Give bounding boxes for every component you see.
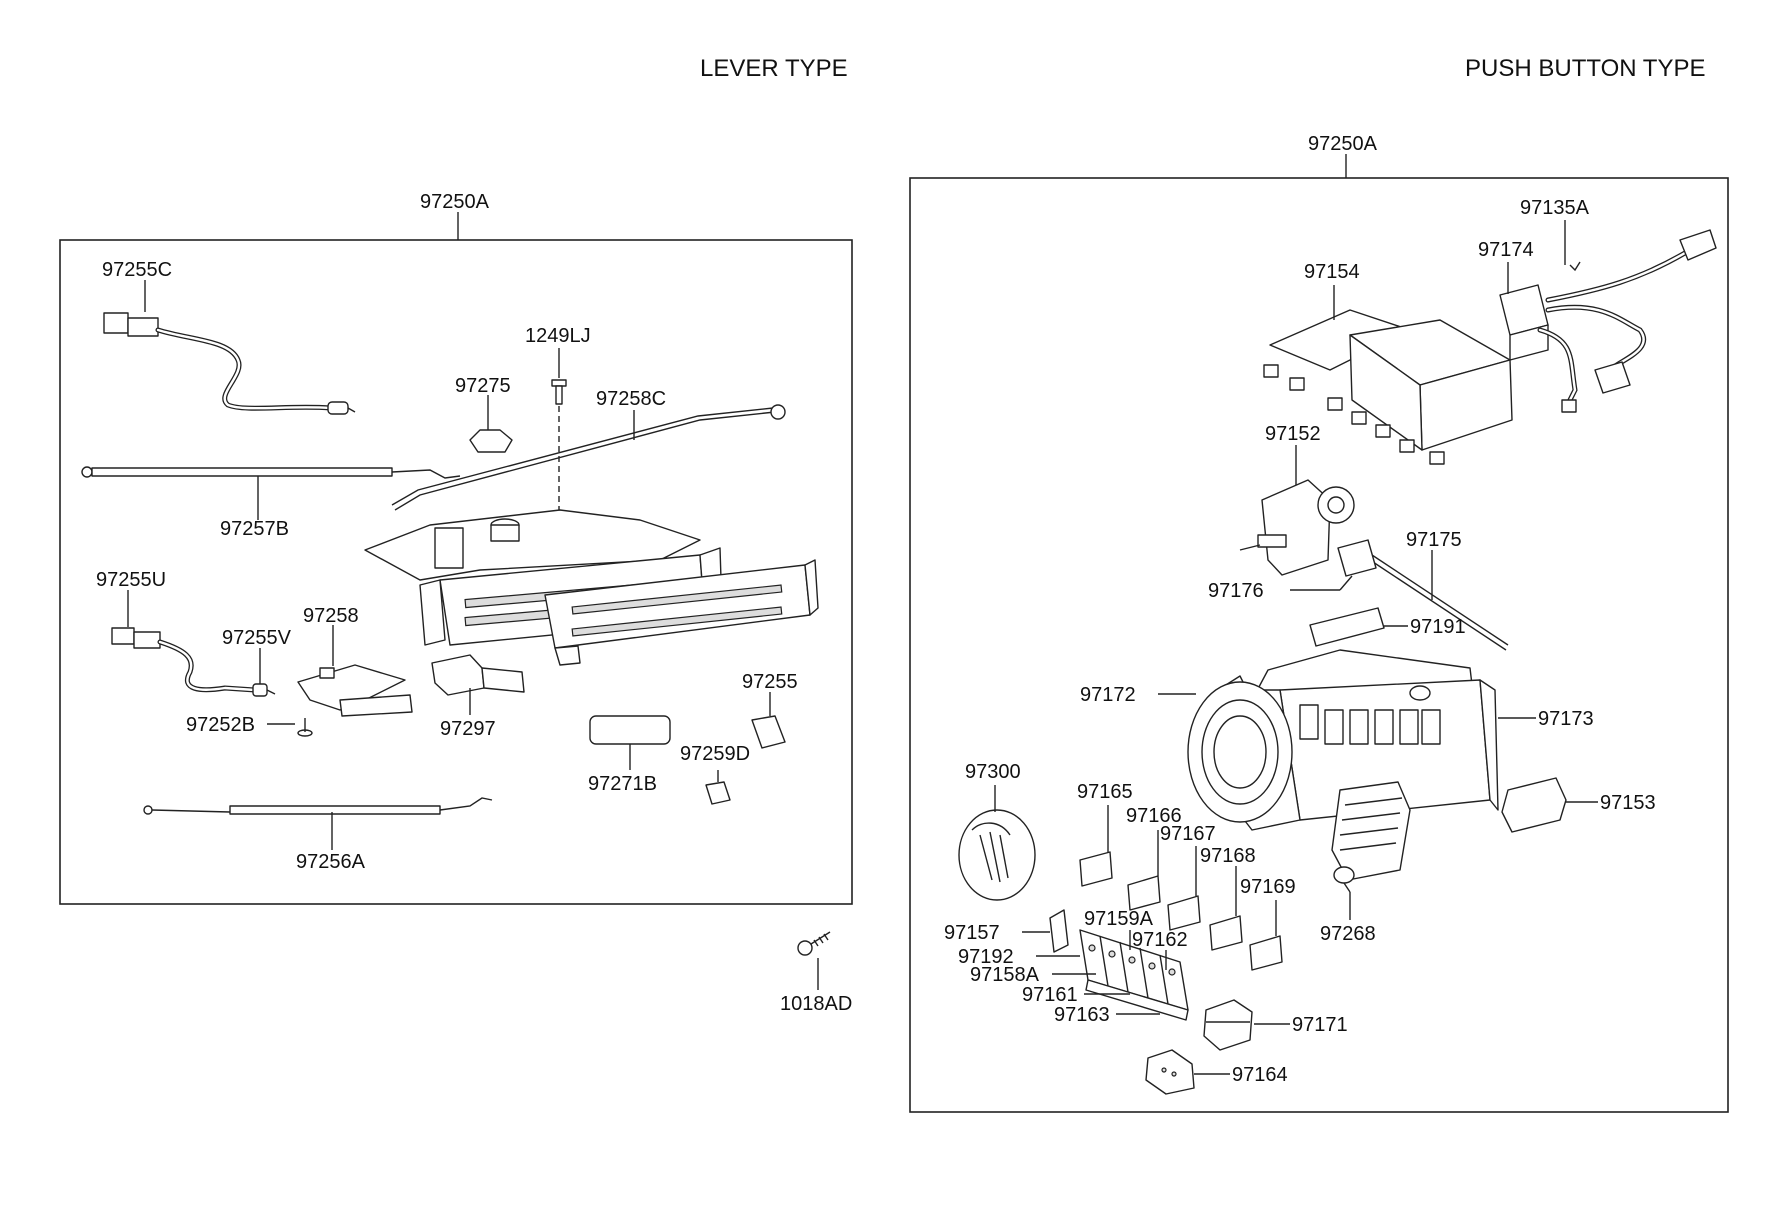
label-97172: 97172: [1080, 684, 1136, 706]
label-97174: 97174: [1478, 239, 1534, 261]
part-97171: [1203, 999, 1253, 1051]
label-97191: 97191: [1410, 616, 1466, 638]
label-97154: 97154: [1304, 261, 1360, 283]
part-97191: [1309, 607, 1385, 647]
bracket-97258: [297, 664, 413, 717]
cable-97258C: [391, 404, 786, 511]
label-97158A: 97158A: [970, 964, 1040, 986]
label-97255C: 97255C: [102, 259, 172, 281]
harness-97174: [1499, 229, 1717, 413]
label-97252B: 97252B: [186, 714, 255, 736]
label-97167: 97167: [1160, 823, 1216, 845]
label-97275: 97275: [455, 375, 511, 397]
switch-board-97154: [1263, 309, 1513, 465]
label-97135A: 97135A: [1520, 197, 1590, 219]
leader-97176b: [1339, 575, 1353, 591]
bracket-97176: [1337, 539, 1377, 577]
label-1249LJ: 1249LJ: [525, 325, 591, 347]
label-97165: 97165: [1077, 781, 1133, 803]
clip-97275: [469, 429, 513, 453]
label-97297: 97297: [440, 718, 496, 740]
label-97255U: 97255U: [96, 569, 166, 591]
label-97300: 97300: [965, 761, 1021, 783]
label-97173: 97173: [1538, 708, 1594, 730]
push-button-type-title: PUSH BUTTON TYPE: [1465, 55, 1706, 82]
cap-97166: [1127, 875, 1161, 911]
part-97255: [751, 715, 786, 749]
label-97169: 97169: [1240, 876, 1296, 898]
label-97163: 97163: [1054, 1004, 1110, 1026]
push-assembly-label: 97250A: [1308, 133, 1378, 155]
screw-1018AD: [797, 931, 831, 956]
label-1018AD: 1018AD: [780, 993, 852, 1015]
cap-97167: [1167, 895, 1201, 931]
screw-1249LJ: [551, 379, 567, 405]
label-97271B: 97271B: [588, 773, 657, 795]
button-bar-97158A: [1079, 929, 1189, 1021]
label-97164: 97164: [1232, 1064, 1288, 1086]
actuator-97152: [1239, 479, 1355, 576]
lever-type-title: LEVER TYPE: [700, 55, 848, 82]
harness-97255C: [103, 312, 356, 415]
label-97258: 97258: [303, 605, 359, 627]
screw-97268: [1333, 866, 1355, 893]
label-97259D: 97259D: [680, 743, 750, 765]
push-control-housing: [1187, 649, 1499, 881]
label-97268: 97268: [1320, 923, 1376, 945]
part-97271B: [589, 715, 671, 745]
screw-97252B: [297, 718, 313, 737]
knob-97300: [958, 809, 1036, 901]
label-97171: 97171: [1292, 1014, 1348, 1036]
label-97192: 97192: [958, 946, 1014, 968]
label-97256A: 97256A: [296, 851, 366, 873]
cable-97256A: [143, 797, 493, 815]
label-97166: 97166: [1126, 805, 1182, 827]
push-assembly-frame: [909, 177, 1729, 1113]
part-97259D: [705, 781, 731, 805]
harness-97255U: [111, 627, 276, 697]
label-97159A: 97159A: [1084, 908, 1154, 930]
cap-97168: [1209, 915, 1243, 951]
label-97255V: 97255V: [222, 627, 292, 649]
cable-97257B: [81, 466, 461, 479]
part-97164: [1145, 1049, 1195, 1095]
label-97255: 97255: [742, 671, 798, 693]
label-97152: 97152: [1265, 423, 1321, 445]
lever-assembly-frame: [59, 239, 853, 905]
label-97258C: 97258C: [596, 388, 666, 410]
label-97257B: 97257B: [220, 518, 289, 540]
label-97168: 97168: [1200, 845, 1256, 867]
knob-97297: [431, 654, 525, 696]
label-97153: 97153: [1600, 792, 1656, 814]
part-97157: [1049, 909, 1069, 953]
lever-assembly-label: 97250A: [420, 191, 490, 213]
cap-97165: [1079, 851, 1113, 887]
cap-97169: [1249, 935, 1283, 971]
label-97161: 97161: [1022, 984, 1078, 1006]
cable-97175: [1369, 554, 1509, 651]
label-97175: 97175: [1406, 529, 1462, 551]
label-97157: 97157: [944, 922, 1000, 944]
part-97153: [1501, 777, 1567, 833]
label-97162: 97162: [1132, 929, 1188, 951]
lever-control-head: [364, 509, 819, 666]
label-97176: 97176: [1208, 580, 1264, 602]
